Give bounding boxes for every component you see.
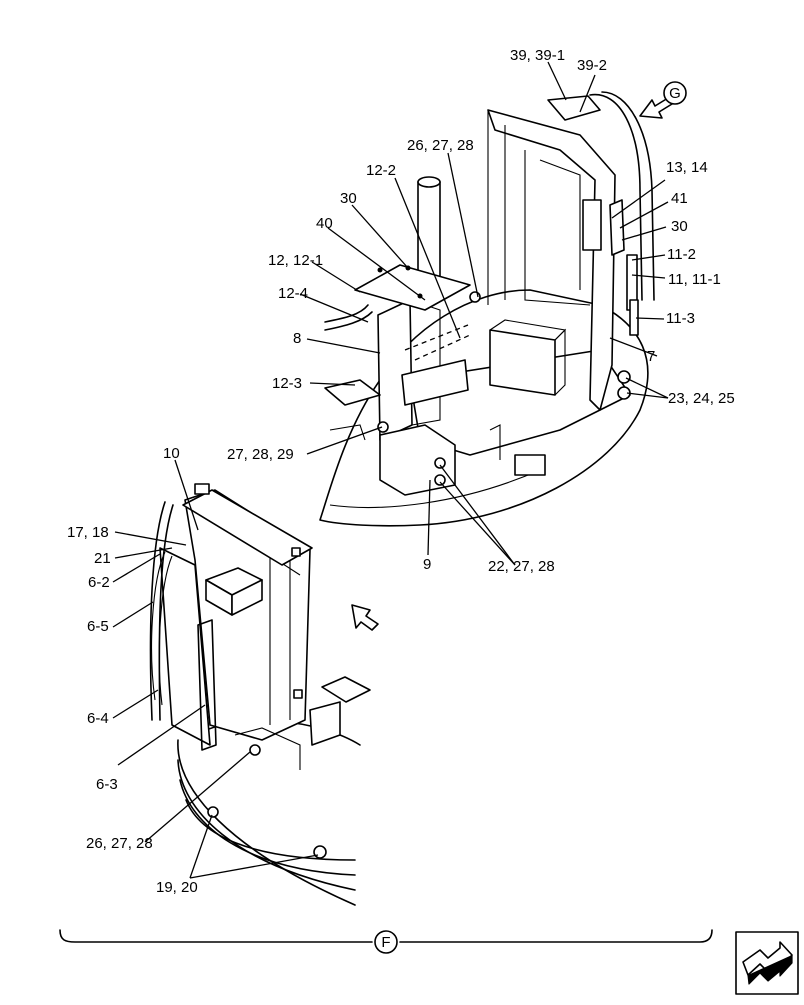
front-column xyxy=(377,299,413,441)
label-26-27-28-top: 26, 27, 28 xyxy=(407,137,474,154)
label-12-12-1: 12, 12-1 xyxy=(268,252,323,269)
label-30-left: 30 xyxy=(340,190,357,207)
top-plate xyxy=(354,264,471,311)
label-9: 9 xyxy=(423,556,431,573)
label-39-2: 39-2 xyxy=(577,57,607,74)
label-11-11-1: 11, 11-1 xyxy=(668,271,721,288)
label-10: 10 xyxy=(163,445,180,462)
label-27-28-29: 27, 28, 29 xyxy=(227,446,294,463)
label-41: 41 xyxy=(671,190,688,207)
page-navigation-icon[interactable] xyxy=(735,931,799,995)
label-39-39-1: 39, 39-1 xyxy=(510,47,565,64)
label-12-2: 12-2 xyxy=(366,162,396,179)
lower-frame-assembly xyxy=(149,483,371,906)
callout-g: G xyxy=(669,85,681,102)
label-11-2: 11-2 xyxy=(667,246,696,263)
rear-frame xyxy=(487,109,616,411)
view-direction-arrow-icon xyxy=(351,604,379,631)
view-arrow-lower xyxy=(351,604,379,631)
label-19-20: 19, 20 xyxy=(156,879,198,896)
label-30-right: 30 xyxy=(671,218,688,235)
callout-labels: 39, 39-1 39-2 26, 27, 28 12-2 13, 14 41 … xyxy=(67,47,735,896)
label-40: 40 xyxy=(316,215,333,232)
label-26-27-28-bottom: 26, 27, 28 xyxy=(86,835,153,852)
label-12-4: 12-4 xyxy=(278,285,308,302)
label-22-27-28: 22, 27, 28 xyxy=(488,558,555,575)
side-panel xyxy=(159,547,211,746)
label-6-3: 6-3 xyxy=(96,776,118,793)
label-21: 21 xyxy=(94,550,111,567)
leader-lines xyxy=(112,61,669,879)
side-pipe xyxy=(589,93,643,301)
ring-base xyxy=(177,739,356,906)
label-8: 8 xyxy=(293,330,301,347)
top-bracket xyxy=(547,95,601,121)
view-arrow-g: G xyxy=(639,81,687,119)
callout-f: F xyxy=(381,934,390,951)
battery-box xyxy=(489,329,556,396)
bracket-f: F xyxy=(59,929,713,954)
label-12-3: 12-3 xyxy=(272,375,302,392)
label-17-18: 17, 18 xyxy=(67,524,109,541)
upper-frame-assembly xyxy=(319,91,655,527)
label-7: 7 xyxy=(647,348,655,365)
label-11-3: 11-3 xyxy=(666,310,695,327)
lower-top-plate xyxy=(182,489,313,566)
label-23-24-25: 23, 24, 25 xyxy=(668,390,735,407)
label-13-14: 13, 14 xyxy=(666,159,708,176)
label-6-5: 6-5 xyxy=(87,618,109,635)
label-6-2: 6-2 xyxy=(88,574,110,591)
label-6-4: 6-4 xyxy=(87,710,109,727)
